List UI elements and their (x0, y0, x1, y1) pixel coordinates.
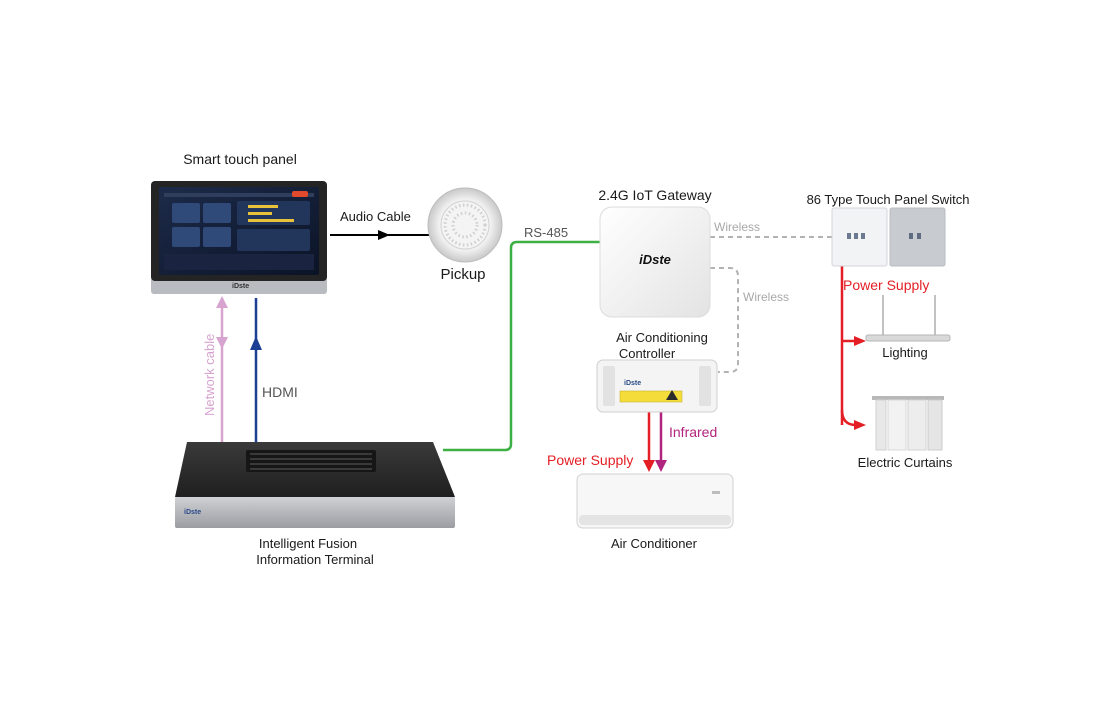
wireless-connector-ac-controller (710, 267, 739, 373)
fusion-terminal-device (175, 442, 455, 528)
smart-touch-panel-label: Smart touch panel (183, 151, 297, 167)
touch-panel-switch-device (831, 207, 946, 267)
smart-touch-panel-device (151, 181, 327, 294)
network-cable-label: Network cable (202, 333, 217, 416)
infrared-label: Infrared (669, 424, 718, 440)
electric-curtains-device (872, 396, 944, 451)
hdmi-connector (250, 298, 262, 442)
infrared-connector (655, 412, 667, 472)
rs485-connector (443, 240, 600, 452)
lighting-device (865, 295, 951, 342)
terminal-label-line2: Information Terminal (256, 552, 374, 567)
wireless-label-switch: Wireless (714, 220, 761, 234)
lighting-label: Lighting (882, 345, 928, 360)
ac-controller-device (596, 359, 718, 413)
touch-switch-label: 86 Type Touch Panel Switch (806, 192, 970, 207)
power-supply-connector-ac (643, 412, 655, 472)
air-conditioner-label: Air Conditioner (611, 536, 697, 551)
power-supply-connector-right (840, 266, 866, 430)
electric-curtains-label: Electric Curtains (857, 455, 953, 470)
audio-cable-connector (330, 230, 432, 240)
panel-logo: iDste (232, 283, 250, 290)
power-supply-label-right: Power Supply (843, 277, 930, 293)
iot-gateway-device (599, 206, 711, 318)
gateway-label: 2.4G IoT Gateway (598, 187, 712, 203)
network-cable-connector (216, 296, 228, 442)
ac-controller-label-line2: Controller (618, 346, 676, 361)
power-supply-label-ac: Power Supply (547, 452, 634, 468)
pickup-label: Pickup (440, 266, 486, 283)
terminal-logo: iDste (184, 509, 202, 516)
terminal-label-line1: Intelligent Fusion (258, 536, 358, 551)
wireless-label-ac: Wireless (743, 290, 790, 304)
pickup-device (427, 187, 503, 263)
rs485-label: RS-485 (524, 225, 569, 240)
audio-cable-label: Audio Cable (340, 209, 411, 224)
ac-controller-logo: iDste (624, 380, 642, 387)
ac-controller-label-line1: Air Conditioning (616, 330, 708, 345)
gateway-logo: iDste (639, 252, 671, 267)
hdmi-label: HDMI (262, 384, 298, 400)
air-conditioner-device (576, 473, 734, 529)
